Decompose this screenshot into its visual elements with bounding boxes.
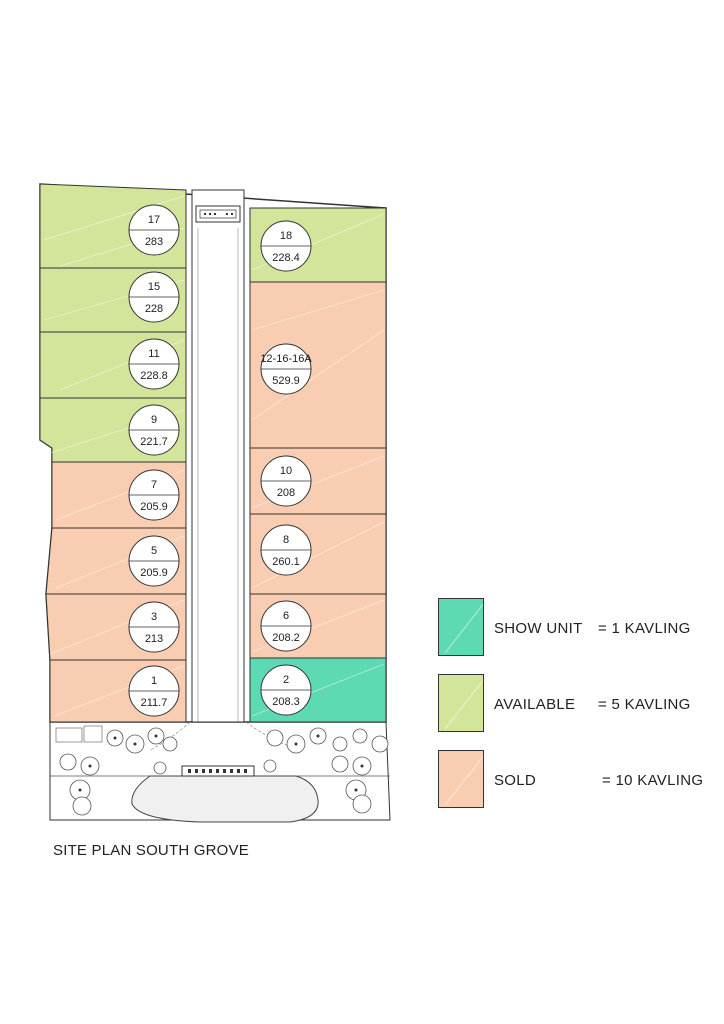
lot-number: 1 [151,675,157,687]
lot-label-8: 8 260.1 [260,524,312,576]
lot-number: 9 [151,414,157,426]
lot-label-5: 5 205.9 [128,535,180,587]
legend-swatch-show-unit [438,598,484,656]
tree-centers [78,734,364,792]
lot-area: 529.9 [272,375,300,387]
legend-label: AVAILABLE [494,696,576,713]
legend-count: = 5 KAVLING [598,696,691,713]
lot-area: 205.9 [140,567,168,579]
gate-structure [195,205,241,223]
lot-label-7: 7 205.9 [128,469,180,521]
lot-number: 18 [280,230,292,242]
lot-number: 15 [148,281,160,293]
lot-area: 228 [145,303,163,315]
lot-label-11: 11 228.8 [128,338,180,390]
lot-label-17: 17 283 [128,204,180,256]
lot-labels: 17 283 15 228 11 228.8 9 221.7 7 205.9 5 205.9 3 213 1… [128,204,312,717]
lot-area: 208 [277,487,295,499]
tree-icons [59,727,389,816]
lot-area: 221.7 [140,436,168,448]
central-road [191,189,245,723]
entrance-landscape [49,721,391,823]
legend-row-available: AVAILABLE = 5 KAVLING [438,674,718,734]
lot-label-9: 9 221.7 [128,404,180,456]
lot-number: 7 [151,479,157,491]
lot-area: 211.7 [141,697,168,709]
lot-number: 10 [280,465,292,477]
lot-label-1: 1 211.7 [128,665,180,717]
lot-number: 17 [148,214,160,226]
legend-count: = 1 KAVLING [598,620,691,637]
lot-area: 213 [145,633,163,645]
legend-swatch-available [438,674,484,732]
lot-number: 12-16-16A [260,353,312,365]
legend-swatch-sold [438,750,484,808]
legend-row-show-unit: SHOW UNIT = 1 KAVLING [438,598,718,658]
site-plan-caption: SITE PLAN SOUTH GROVE [53,842,249,859]
lot-area: 208.3 [272,696,300,708]
legend-row-sold: SOLD = 10 KAVLING [438,750,718,810]
lot-area: 205.9 [140,501,168,513]
lot-number: 5 [151,545,157,557]
lot-area: 283 [145,236,163,248]
lot-area: 228.4 [272,252,300,264]
lot-area: 208.2 [272,632,300,644]
lot-number: 2 [283,674,289,686]
lot-label-12-16-16a: 12-16-16A 529.9 [260,343,312,395]
lot-number: 6 [283,610,289,622]
lot-number: 11 [148,348,159,360]
lot-number: 8 [283,534,289,546]
lot-area: 260.1 [272,556,300,568]
lot-area: 228.8 [140,370,168,382]
lot-label-15: 15 228 [128,271,180,323]
lot-label-10: 10 208 [260,455,312,507]
lot-label-6: 6 208.2 [260,600,312,652]
lot-number: 3 [151,611,157,623]
lot-label-3: 3 213 [128,601,180,653]
lot-label-18: 18 228.4 [260,220,312,272]
legend-count: = 10 KAVLING [602,772,704,789]
lot-label-2: 2 208.3 [260,664,312,716]
legend-label: SHOW UNIT [494,620,583,637]
legend-label: SOLD [494,772,537,789]
